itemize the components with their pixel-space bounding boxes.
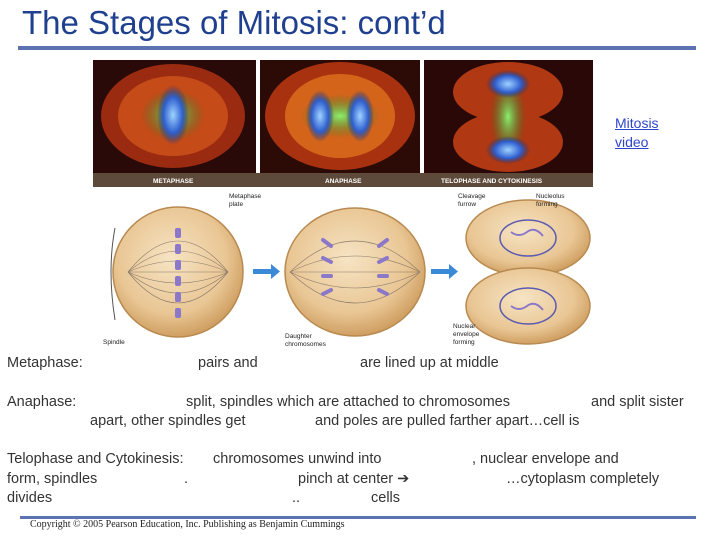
telophase-pinch-text: pinch at center <box>298 471 394 487</box>
label-nuclear-envelope: envelope <box>453 331 480 338</box>
anaphase-text: apart, other spindles get <box>90 413 246 429</box>
telophase-text: , nuclear envelope and <box>472 451 619 467</box>
telophase-text: cells <box>371 490 401 506</box>
label-spindle: Spindle <box>103 339 125 346</box>
anaphase-cell-diagram <box>284 207 426 337</box>
telophase-text: pinch at center ➔ <box>298 471 409 487</box>
label-nuclear-envelope: Nuclear <box>453 323 476 330</box>
micrograph-metaphase <box>93 60 256 173</box>
telophase-cell-diagram <box>465 199 591 345</box>
metaphase-text: pairs and <box>198 355 258 371</box>
micrograph-telophase <box>424 60 593 173</box>
label-metaphase-plate: Metaphase <box>229 193 262 200</box>
metaphase-text: are lined up at middle <box>360 355 499 371</box>
metaphase-cell-diagram <box>110 206 244 338</box>
footer-divider <box>20 516 696 519</box>
label-nuclear-envelope: forming <box>453 339 475 346</box>
mitosis-figure: METAPHASE ANAPHASE TELOPHASE AND CYTOKIN… <box>93 60 593 348</box>
micrograph-anaphase <box>260 60 420 173</box>
arrow-icon <box>253 264 280 279</box>
telophase-text: …cytoplasm completely <box>506 471 660 487</box>
label-metaphase-plate: plate <box>229 201 243 208</box>
label-cleavage-furrow: Cleavage <box>458 193 486 200</box>
arrow-icon <box>431 264 458 279</box>
anaphase-heading: Anaphase: <box>7 394 77 410</box>
slide-title: The Stages of Mitosis: cont’d <box>22 4 446 41</box>
telophase-text: divides <box>7 490 53 506</box>
title-divider <box>18 46 696 50</box>
anaphase-text: and poles are pulled farther apart…cell … <box>315 413 580 429</box>
telophase-heading: Telophase and Cytokinesis: <box>7 451 184 467</box>
banner-metaphase: METAPHASE <box>153 178 194 185</box>
telophase-text: form, spindles <box>7 471 98 487</box>
telophase-text: chromosomes unwind into <box>213 451 382 467</box>
label-nucleolus: forming <box>536 201 558 208</box>
telophase-text: . <box>184 471 189 487</box>
banner-telophase: TELOPHASE AND CYTOKINESIS <box>441 178 543 185</box>
arrow-right-icon: ➔ <box>397 471 410 487</box>
label-daughter-chromosomes: chromosomes <box>285 341 327 348</box>
label-nucleolus: Nucleolus <box>536 193 565 200</box>
banner-anaphase: ANAPHASE <box>325 178 362 185</box>
telophase-text: .. <box>292 490 301 506</box>
anaphase-text: and split sister <box>591 394 684 410</box>
phase-banner <box>93 173 593 187</box>
label-cleavage-furrow: furrow <box>458 201 476 208</box>
mitosis-video-link[interactable]: Mitosis video <box>615 115 659 150</box>
copyright-notice: Copyright © 2005 Pearson Education, Inc.… <box>30 519 345 530</box>
metaphase-heading: Metaphase: <box>7 355 83 371</box>
label-daughter-chromosomes: Daughter <box>285 333 313 340</box>
anaphase-text: split, spindles which are attached to ch… <box>186 394 510 410</box>
